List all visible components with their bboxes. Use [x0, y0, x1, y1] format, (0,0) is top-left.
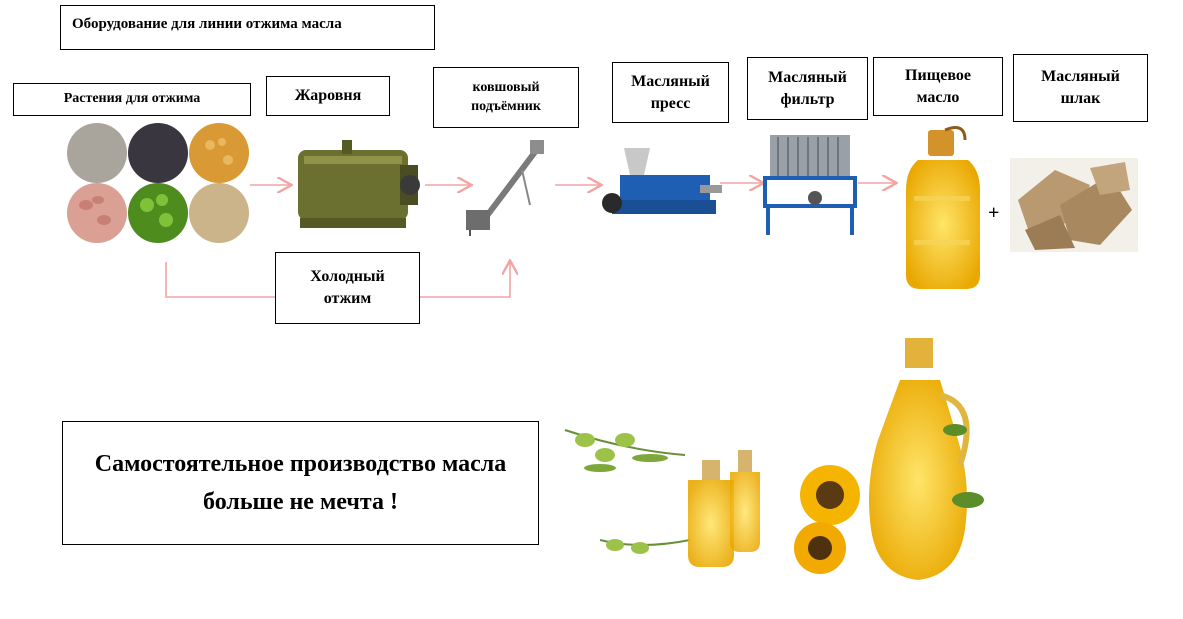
- step-elevator-line2: подъёмник: [471, 98, 541, 114]
- step-filter-line1: Масляный: [768, 68, 847, 86]
- slogan-line2: больше не мечта !: [203, 489, 398, 515]
- slogan-box: Самостоятельное производство масла больш…: [62, 421, 539, 545]
- cold-press-line1: Холодный: [310, 268, 385, 286]
- step-cake-line1: Масляный: [1041, 68, 1120, 86]
- step-roaster-label: Жаровня: [266, 76, 390, 116]
- slogan-line1: Самостоятельное производство масла: [94, 450, 507, 477]
- step-cake-label: Масляный шлак: [1013, 54, 1148, 122]
- step-cake-line2: шлак: [1060, 90, 1101, 107]
- oil-cake-image: [1010, 158, 1138, 252]
- oil-plants-image: [67, 123, 249, 243]
- diagram-title: Оборудование для линии отжима масла: [60, 5, 435, 50]
- oil-filter-image: [763, 135, 857, 235]
- step-filter-label: Масляный фильтр: [747, 57, 868, 120]
- flow-arrows: [165, 183, 895, 298]
- step-elevator-line1: ковшовый: [472, 79, 540, 95]
- step-filter-line2: фильтр: [780, 90, 835, 108]
- step-oil-label: Пищевое масло: [873, 57, 1003, 116]
- step-elevator-label: ковшовый подъёмник: [433, 67, 579, 128]
- cold-press-label: Холодный отжим: [275, 252, 420, 324]
- step-oil-line1: Пищевое: [905, 66, 971, 84]
- step-roaster-text: Жаровня: [294, 87, 362, 105]
- oil-press-image: [602, 148, 722, 214]
- cold-press-line2: отжим: [323, 290, 372, 307]
- roaster-machine-image: [298, 140, 420, 228]
- step-press-line1: Масляный: [631, 72, 710, 90]
- edible-oil-bottle-image: [906, 126, 980, 289]
- step-press-label: Масляный пресс: [612, 62, 729, 123]
- bucket-elevator-image: [466, 140, 544, 236]
- oil-products-decoration: [564, 338, 984, 580]
- step-plants-text: Растения для отжима: [63, 91, 201, 107]
- diagram-title-text: Оборудование для линии отжима масла: [72, 16, 342, 32]
- plus-sign: +: [988, 202, 1000, 224]
- step-plants-label: Растения для отжима: [13, 83, 251, 116]
- step-press-line2: пресс: [650, 94, 691, 112]
- step-oil-line2: масло: [916, 88, 960, 106]
